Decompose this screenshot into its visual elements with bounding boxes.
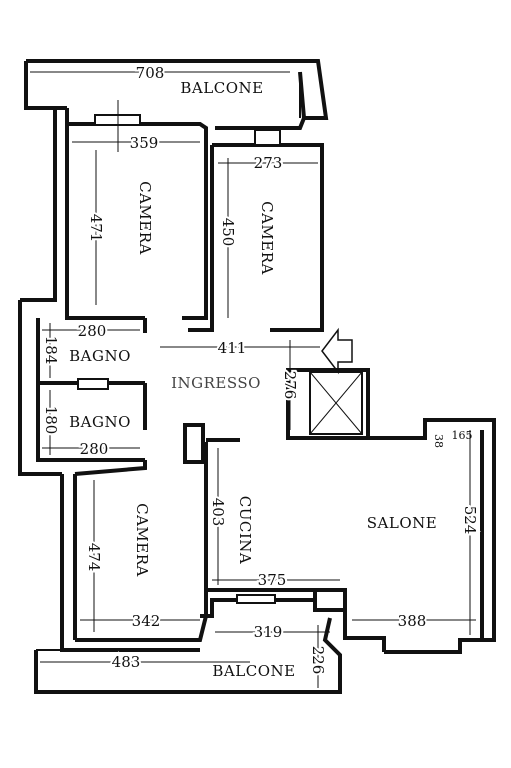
salone-wall-right [288, 418, 496, 654]
dim-camera-2-width: 273 [254, 154, 283, 172]
dim-camera-3-width: 342 [132, 612, 161, 630]
bagno-2-label: BAGNO [69, 413, 131, 431]
camera-1-2-top-wall [215, 117, 306, 130]
dim-cucina-width: 375 [258, 571, 287, 589]
dim-bagno-2-height: 180 [42, 406, 60, 435]
dim-camera-1-height: 471 [87, 214, 105, 243]
dim-balcone-bottom-inner: 319 [254, 623, 283, 641]
camera-2-label: CAMERA [258, 201, 276, 275]
camera-2-wall-left [188, 145, 214, 332]
west-outer-wall-lower [18, 300, 62, 476]
ingresso-label: INGRESSO [171, 374, 261, 392]
dim-camera-1-width: 359 [130, 134, 159, 152]
dim-salone-notch-width: 165 [452, 429, 473, 442]
dim-bagno-2-width: 280 [80, 440, 109, 458]
elevator-cross [309, 371, 363, 435]
cucina-label: CUCINA [236, 496, 254, 564]
dim-salone-width: 388 [398, 612, 427, 630]
bagno-outer-wall [36, 318, 145, 462]
balcone-bottom-label: BALCONE [212, 662, 295, 680]
dim-salone-height: 524 [461, 506, 479, 535]
entry-arrow-icon [321, 327, 353, 375]
camera-3-label: CAMERA [133, 503, 151, 577]
balcone-bottom-railing [34, 617, 342, 694]
dim-bagno-1-height: 184 [42, 336, 60, 365]
balcone-top-label: BALCONE [180, 79, 263, 97]
camera-1-label: CAMERA [136, 181, 154, 255]
dim-balcone-bottom-depth: 226 [309, 646, 327, 675]
dim-camera-2-height: 450 [219, 218, 237, 247]
dim-balcone-top-width: 708 [136, 64, 165, 82]
bagno-window [77, 378, 109, 390]
cucina-bottom-wall [206, 588, 386, 652]
dim-ingresso-height: 276 [281, 371, 299, 400]
column [183, 423, 205, 464]
dim-cucina-height: 403 [209, 498, 227, 527]
dim-camera-3-height: 474 [85, 543, 103, 572]
camera-1-wall-top [67, 122, 208, 320]
dim-ingresso-width: 411 [218, 339, 247, 357]
bagno-1-label: BAGNO [69, 347, 131, 365]
camera-1-wall-left [65, 108, 145, 320]
cucina-window [236, 594, 276, 604]
dim-salone-notch-depth: 38 [432, 434, 445, 448]
camera-3-wall-right [75, 442, 208, 642]
camera-2-window [254, 129, 281, 146]
dimension-lines [30, 71, 476, 688]
dim-bagno-1-width: 280 [78, 322, 107, 340]
balcone-top-railing [26, 59, 329, 120]
camera-3-top-wall [74, 460, 147, 476]
salone-label: SALONE [367, 514, 437, 532]
dim-balcone-bottom-width: 483 [112, 653, 141, 671]
walls [18, 59, 496, 694]
